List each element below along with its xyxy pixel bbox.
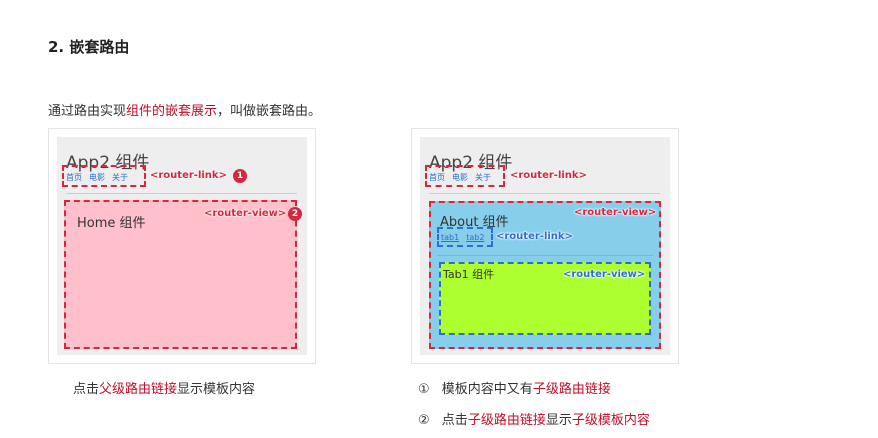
left-caption-highlight: 父级路由链接 [99, 382, 178, 397]
divider-right [429, 193, 660, 194]
nav-link-movie[interactable]: 电影 [452, 173, 468, 182]
nav-link-home[interactable]: 首页 [429, 173, 445, 182]
intro-text-after: ，叫做嵌套路由。 [217, 104, 322, 119]
router-link-highlight-right [425, 165, 505, 187]
sub-router-link-tag: <router-link> [496, 231, 573, 242]
app-title-right: App2 组件 [429, 153, 513, 173]
section-heading: 2. 嵌套路由 [48, 38, 130, 56]
left-caption-before: 点击 [73, 382, 100, 397]
tab1-component-title: Tab1 组件 [443, 268, 495, 281]
sub-link-tab1[interactable]: tab1 [441, 233, 460, 242]
note-1-before: 模板内容中又有 [441, 382, 533, 397]
badge-1: 1 [233, 169, 247, 183]
intro-text-before: 通过路由实现 [48, 104, 127, 119]
sub-nav-links: tab1 tab2 [441, 233, 491, 242]
badge-2: 2 [288, 207, 302, 221]
router-link-tag-right: <router-link> [510, 170, 587, 181]
note-1-marker: ① [418, 382, 430, 397]
left-caption: 点击父级路由链接显示模板内容 [73, 378, 255, 397]
note-2-highlight2: 子级模板内容 [571, 413, 650, 428]
left-figure: App2 组件 首页电影关于 <router-link> 1 Home 组件 <… [48, 128, 316, 364]
sub-router-view-tag: <router-view> [563, 269, 646, 280]
router-link-highlight [62, 165, 146, 187]
nav-links: 首页电影关于 [66, 172, 135, 183]
about-router-view-box: About 组件 <router-view> tab1 tab2 <router-… [429, 201, 661, 349]
divider [66, 193, 297, 194]
nav-link-movie[interactable]: 电影 [89, 173, 105, 182]
intro-paragraph: 通过路由实现组件的嵌套展示，叫做嵌套路由。 [48, 100, 321, 119]
left-caption-after: 显示模板内容 [177, 382, 256, 397]
home-component-title: Home 组件 [77, 216, 146, 231]
app-title: App2 组件 [66, 153, 150, 173]
note-2-after: 显示 [545, 413, 572, 428]
right-figure: App2 组件 首页电影关于 <router-link> About 组件 <r… [411, 128, 679, 364]
sub-router-link-highlight [437, 227, 493, 247]
nav-link-home[interactable]: 首页 [66, 173, 82, 182]
nav-link-about[interactable]: 关于 [475, 173, 491, 182]
router-link-tag: <router-link> [150, 170, 227, 181]
note-2-marker: ② [418, 413, 430, 428]
sub-link-tab2[interactable]: tab2 [466, 233, 485, 242]
note-2-before: 点击 [441, 413, 468, 428]
intro-highlight: 组件的嵌套展示 [126, 104, 218, 119]
note-2: ② 点击子级路由链接显示子级模板内容 [418, 409, 650, 428]
note-1-highlight: 子级路由链接 [532, 382, 611, 397]
router-view-box: Home 组件 <router-view> 2 [64, 200, 302, 349]
router-view-tag-right: <router-view> [574, 207, 657, 218]
nav-links-right: 首页电影关于 [429, 172, 498, 183]
nav-link-about[interactable]: 关于 [112, 173, 128, 182]
about-component-title: About 组件 [440, 215, 509, 230]
sub-divider [437, 255, 653, 256]
note-2-highlight: 子级路由链接 [467, 413, 546, 428]
router-view-tag: <router-view> [204, 208, 287, 219]
app2-component-box-right: App2 组件 首页电影关于 <router-link> About 组件 <r… [420, 137, 670, 355]
app2-component-box: App2 组件 首页电影关于 <router-link> 1 Home 组件 <… [57, 137, 307, 355]
note-1: ① 模板内容中又有子级路由链接 [418, 378, 611, 397]
tab1-router-view-box: Tab1 组件 <router-view> [439, 262, 651, 335]
